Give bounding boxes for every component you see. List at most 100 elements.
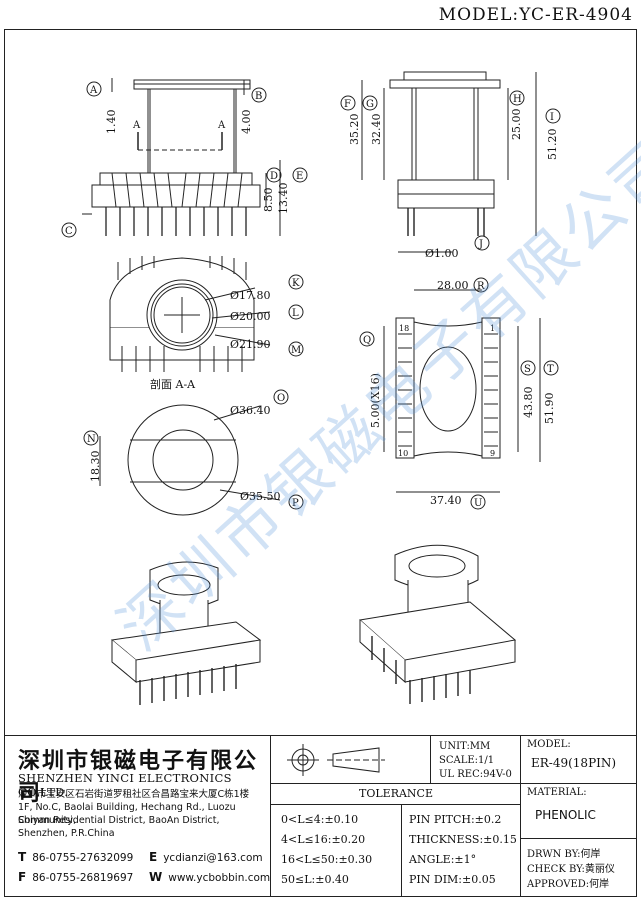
tolerance-l1: 0<L≤4:±0.10 <box>281 813 359 826</box>
address-line-1: 深圳市宝安区石岩街道罗租社区合昌路宝来大厦C栋1楼 <box>18 789 250 800</box>
pin-18-label: 18 <box>399 324 409 333</box>
dim-32-40: 32.40 <box>370 114 383 146</box>
material-label: MATERIAL: <box>527 787 587 798</box>
balloon-j: J <box>478 239 483 250</box>
balloon-n: N <box>87 434 96 445</box>
web-value: www.ycbobbin.com <box>168 872 271 884</box>
address-line-4: Shenzhen, P.R.China <box>18 828 115 839</box>
dim-35-20: 35.20 <box>348 114 361 146</box>
material-cell: MATERIAL: PHENOLIC <box>521 784 637 839</box>
tolerance-l2: 4<L≤16:±0.20 <box>281 833 366 846</box>
tolerance-r4: PIN DIM:±0.05 <box>409 873 496 886</box>
dim-phi-1-00: Ø1.00 <box>425 247 459 260</box>
dim-phi-35-50: Ø35.50 <box>240 490 281 503</box>
tolerance-cell: TOLERANCE 0<L≤4:±0.10 4<L≤16:±0.20 16<L≤… <box>271 784 521 897</box>
dim-1-40: 1.40 <box>105 110 118 135</box>
bottom-view: 18 1 10 9 28.00 5.00(X16) 43.80 51.90 37… <box>359 277 559 510</box>
iso-right-pins <box>371 636 471 704</box>
dim-4-00: 4.00 <box>240 110 253 135</box>
tel-value: 86-0755-27632099 <box>32 852 134 864</box>
projection-symbol-cell <box>271 736 431 784</box>
dim-phi-17-80: Ø17.80 <box>230 289 271 302</box>
model-label: MODEL: <box>527 739 571 750</box>
dim-8-50: 8.50 <box>262 188 275 213</box>
section-mark-a2: A <box>217 120 226 131</box>
section-mark-a1: A <box>132 120 141 131</box>
tolerance-r2: THICKNESS:±0.15 <box>409 833 517 846</box>
dim-43-80: 43.80 <box>522 387 535 419</box>
tolerance-title: TOLERANCE <box>271 784 521 805</box>
balloon-c: C <box>65 226 73 237</box>
fax-value: 86-0755-26819697 <box>32 872 134 884</box>
balloon-q: Q <box>363 335 371 346</box>
checked-by: CHECK BY:黄丽仪 <box>527 864 615 875</box>
side-view: 35.20 32.40 25.00 51.20 Ø1.00 F G H I J <box>340 71 561 260</box>
dim-51-20: 51.20 <box>546 129 559 161</box>
isometric-view-right <box>358 544 517 704</box>
dim-phi-20-00: Ø20.00 <box>230 310 271 323</box>
bottom-pads-right <box>484 333 498 447</box>
iso-left-pins <box>139 664 237 705</box>
tolerance-l3: 16<L≤50:±0.30 <box>281 853 373 866</box>
material-value: PHENOLIC <box>535 808 596 822</box>
pin-10-label: 10 <box>398 449 408 458</box>
balloon-u: U <box>474 498 482 509</box>
dim-25-00: 25.00 <box>510 109 523 141</box>
top-view: 18.30 Ø36.40 Ø35.50 N O P <box>83 389 304 516</box>
scale-text: SCALE:1/1 <box>439 755 495 766</box>
dim-phi-21-90: Ø21.90 <box>230 338 271 351</box>
front-view: A A 1.40 4.00 8.50 13.40 A <box>61 78 308 238</box>
balloon-s: S <box>524 364 531 375</box>
unit-cell: UNIT:MM SCALE:1/1 UL REC:94V-0 <box>431 736 521 784</box>
tolerance-l4: 50≤L:±0.40 <box>281 873 349 886</box>
email-value: ycdianzi@163.com <box>163 852 263 864</box>
side-pins <box>407 208 485 236</box>
dim-phi-36-40: Ø36.40 <box>230 404 271 417</box>
section-view: 剖面 A-A Ø17.80 Ø20.00 Ø21.90 K L M <box>109 256 304 391</box>
company-name-en: SHENZHEN YINCI ELECTRONICS CO,LTD. <box>18 771 232 799</box>
bottom-pads-left <box>398 333 412 447</box>
model-value: ER-49(18PIN) <box>531 756 617 770</box>
third-angle-projection-icon <box>287 744 385 776</box>
balloon-l: L <box>292 308 299 319</box>
title-block: 深圳市银磁电子有限公司 SHENZHEN YINCI ELECTRONICS C… <box>4 735 637 897</box>
front-base-slots <box>111 172 243 208</box>
dim-37-40: 37.40 <box>430 494 462 507</box>
isometric-view-left <box>110 561 262 705</box>
header-model: MODEL:YC-ER-4904 <box>438 5 633 25</box>
company-cell: 深圳市银磁电子有限公司 SHENZHEN YINCI ELECTRONICS C… <box>4 736 271 897</box>
balloon-o: O <box>277 393 285 404</box>
balloon-a: A <box>89 85 98 96</box>
tolerance-r1: PIN PITCH:±0.2 <box>409 813 502 826</box>
drawing-frame <box>4 29 637 897</box>
dim-13-40: 13.40 <box>277 183 290 215</box>
signoff-cell: DRWN BY:何岸 CHECK BY:黄丽仪 APPROVED:何岸 <box>521 839 637 897</box>
balloon-p: P <box>292 498 299 509</box>
section-top-ribs <box>117 256 247 280</box>
dim-51-90: 51.90 <box>543 393 556 425</box>
tolerance-divider <box>401 804 402 897</box>
balloon-e: E <box>296 171 303 182</box>
dim-28-00: 28.00 <box>437 279 469 292</box>
balloon-d: D <box>270 171 278 182</box>
drawn-by: DRWN BY:何岸 <box>527 849 601 860</box>
dim-18-30: 18.30 <box>89 451 102 483</box>
balloon-g: G <box>366 99 374 110</box>
company-name-cn: 深圳市银磁电子有限公司 <box>18 749 259 806</box>
balloon-t: T <box>547 364 554 375</box>
balloon-i: I <box>550 112 554 123</box>
address-line-2: 1F, No.C, Baolai Building, Hechang Rd., … <box>18 802 236 826</box>
pin-9-label: 9 <box>490 449 495 458</box>
ul-text: UL REC:94V-0 <box>439 769 512 780</box>
balloon-h: H <box>513 94 522 105</box>
balloon-f: F <box>344 99 351 110</box>
address-line-3: Shiyan Residential District, BaoAn Distr… <box>18 815 220 826</box>
balloon-k: K <box>292 278 300 289</box>
pin-1-label: 1 <box>490 324 495 333</box>
front-pins <box>105 207 247 236</box>
